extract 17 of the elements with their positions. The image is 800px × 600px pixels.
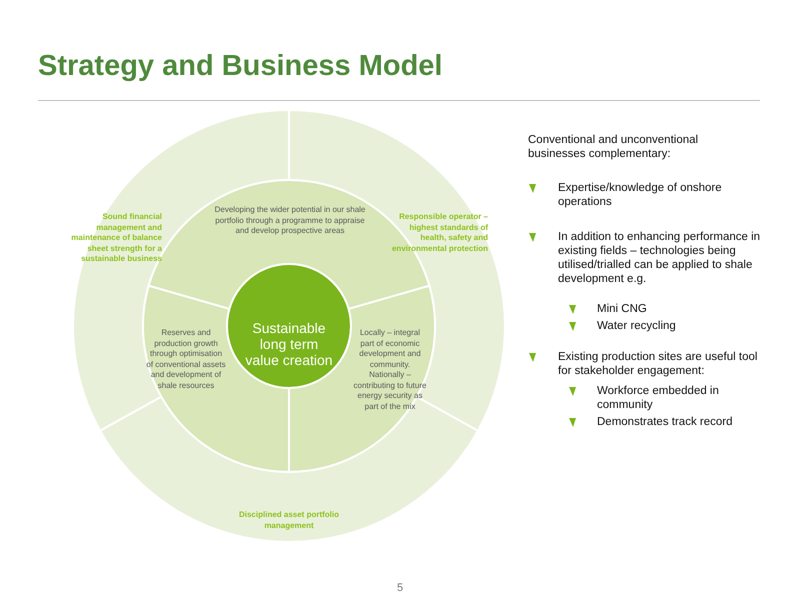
segment-label: Developing the wider potential in our shale portfolio through a programme to appraise and develop prospective areas [214,205,366,236]
segment-label: Reserves and production growth through optimisation of conventional assets and development of shale resources [146,328,226,391]
bullet-text: Mini CNG [597,302,648,316]
bullet-text: Water recycling [597,319,677,333]
intro-text: Conventional and unconventional businesses complementary: [528,133,700,161]
page-number: 5 [396,581,404,595]
center-label: Sustainable long term value creation [244,320,334,368]
segment-label: Disciplined asset portfolio management [238,510,340,531]
bullet-text: In addition to enhancing performance in existing fields – technologies being utilised/trialled can be applied to shale development e.g. [558,230,762,286]
segment-label: Locally – integral part of economic development and community. Nationally – contributing to future energy security as part of the mix [353,328,427,412]
segment-label: Responsible operator – highest standards of health, safety and environmental protection [390,212,488,254]
bullet-text: Workforce embedded in community [597,384,720,412]
slide-title: Strategy and Business Model [38,50,442,83]
segment-label: Sound financial management and maintenance of balance sheet strength for a sustainable business [70,212,162,264]
bullet-text: Demonstrates track record [597,415,734,429]
bullet-text: Expertise/knowledge of onshore operations [558,181,723,209]
bullet-text: Existing production sites are useful tool for stakeholder engagement: [558,350,758,378]
